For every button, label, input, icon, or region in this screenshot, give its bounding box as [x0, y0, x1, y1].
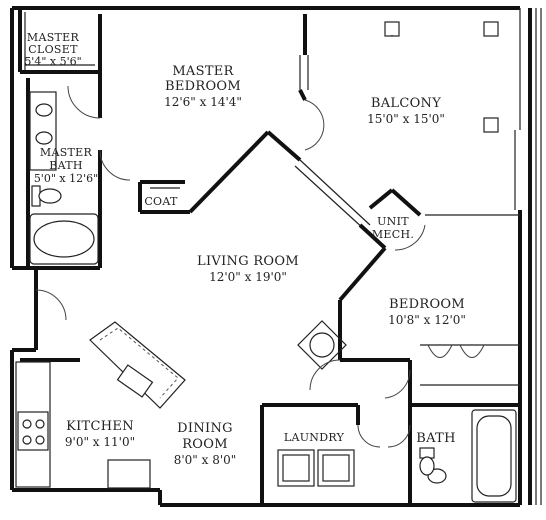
- room-master-bath: MASTER BATH 5'0" x 12'6": [34, 146, 98, 185]
- svg-text:MASTER: MASTER: [27, 31, 80, 44]
- svg-text:12'0" x 19'0": 12'0" x 19'0": [209, 270, 287, 284]
- fridge-icon: [107, 459, 151, 489]
- svg-text:15'0" x 15'0": 15'0" x 15'0": [367, 112, 445, 126]
- room-master-bedroom: MASTER BEDROOM 12'6" x 14'4": [164, 64, 242, 109]
- svg-text:MASTER: MASTER: [172, 64, 234, 79]
- room-kitchen: KITCHEN 9'0" x 11'0": [65, 419, 135, 449]
- svg-text:BATH: BATH: [416, 431, 455, 446]
- bathtub-basin: [33, 220, 95, 258]
- svg-text:BEDROOM: BEDROOM: [165, 79, 241, 94]
- fixtures: [15, 12, 520, 503]
- room-unit-mech: UNIT MECH.: [372, 215, 414, 241]
- balcony-post: [483, 21, 499, 37]
- svg-text:8'0" x 8'0": 8'0" x 8'0": [174, 453, 237, 467]
- svg-text:ROOM: ROOM: [182, 437, 228, 452]
- bath-tub: [471, 409, 517, 503]
- svg-text:BATH: BATH: [49, 159, 83, 172]
- svg-text:LIVING ROOM: LIVING ROOM: [197, 254, 299, 269]
- svg-text:5'4" x 5'6": 5'4" x 5'6": [24, 55, 81, 68]
- room-laundry: LAUNDRY: [284, 431, 345, 444]
- room-coat: COAT: [144, 195, 178, 208]
- room-labels: MASTER CLOSET 5'4" x 5'6" MASTER BEDROOM…: [24, 31, 466, 467]
- washer-icon: [277, 449, 315, 487]
- stove-icon: [17, 411, 49, 451]
- svg-text:BEDROOM: BEDROOM: [389, 297, 465, 312]
- svg-text:12'6" x 14'4": 12'6" x 14'4": [164, 95, 242, 109]
- svg-text:LAUNDRY: LAUNDRY: [284, 431, 345, 444]
- room-bath: BATH: [416, 431, 455, 446]
- svg-text:5'0" x 12'6": 5'0" x 12'6": [34, 172, 98, 185]
- svg-text:UNIT: UNIT: [377, 215, 409, 228]
- svg-text:KITCHEN: KITCHEN: [66, 419, 134, 434]
- kitchen-counter: [89, 321, 186, 409]
- walls: [10, 6, 542, 507]
- vanity: [29, 91, 57, 171]
- svg-text:MASTER: MASTER: [40, 146, 93, 159]
- kitchen-sink-icon: [116, 364, 154, 398]
- room-bedroom: BEDROOM 10'8" x 12'0": [388, 297, 466, 327]
- sink-icon: [35, 103, 53, 117]
- room-living-room: LIVING ROOM 12'0" x 19'0": [197, 254, 299, 284]
- water-heater-icon: [309, 332, 335, 358]
- sink-icon: [35, 131, 53, 145]
- room-balcony: BALCONY 15'0" x 15'0": [367, 96, 445, 126]
- svg-text:COAT: COAT: [144, 195, 178, 208]
- svg-text:9'0" x 11'0": 9'0" x 11'0": [65, 435, 135, 449]
- svg-text:DINING: DINING: [177, 421, 233, 436]
- room-master-closet: MASTER CLOSET 5'4" x 5'6": [24, 31, 81, 68]
- balcony-post: [483, 117, 499, 133]
- toilet-icon: [38, 188, 62, 204]
- svg-text:MECH.: MECH.: [372, 228, 414, 241]
- balcony-post: [384, 21, 400, 37]
- room-dining-room: DINING ROOM 8'0" x 8'0": [174, 421, 237, 467]
- svg-text:10'8" x 12'0": 10'8" x 12'0": [388, 313, 466, 327]
- svg-text:CLOSET: CLOSET: [28, 43, 78, 56]
- dryer-icon: [317, 449, 355, 487]
- svg-text:BALCONY: BALCONY: [371, 96, 441, 111]
- door-swings: [35, 85, 426, 448]
